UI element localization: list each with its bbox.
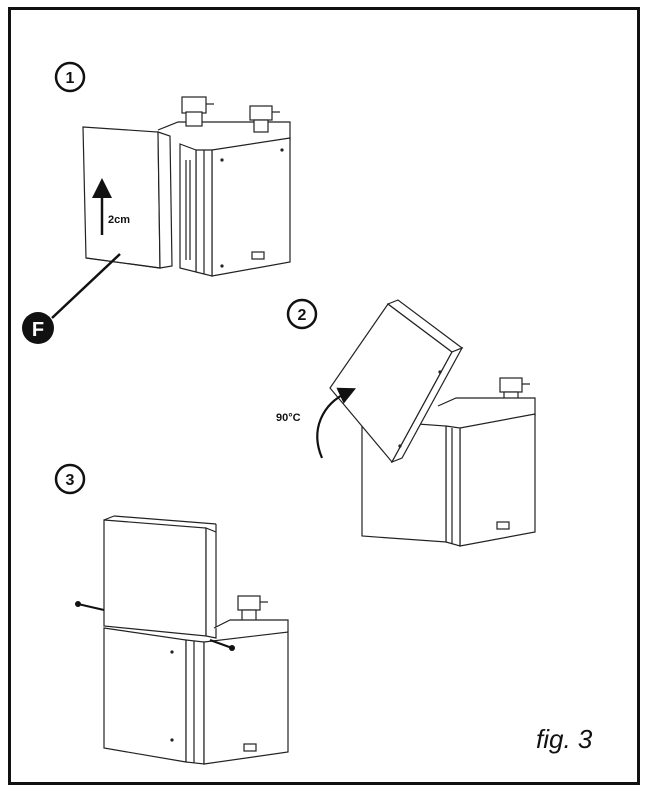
step-1-number: 1 (66, 70, 75, 87)
step-2-unit (329, 299, 536, 547)
callout-f: F (22, 253, 121, 344)
callout-f-letter: F (32, 319, 44, 341)
step-3-number: 3 (66, 472, 75, 489)
step-1-badge: 1 (54, 61, 86, 93)
step-2-badge: 2 (286, 298, 318, 330)
step-2-number: 2 (298, 307, 307, 324)
step-1-unit (82, 96, 291, 277)
lift-distance-label: 2cm (108, 214, 130, 226)
step-3-unit (103, 515, 289, 765)
figure-label: fig. 3 (536, 724, 593, 754)
step-3-badge: 3 (54, 463, 86, 495)
rotate-arrow (316, 387, 356, 459)
rotation-angle-label: 90°C (276, 412, 301, 424)
screws (75, 601, 235, 651)
